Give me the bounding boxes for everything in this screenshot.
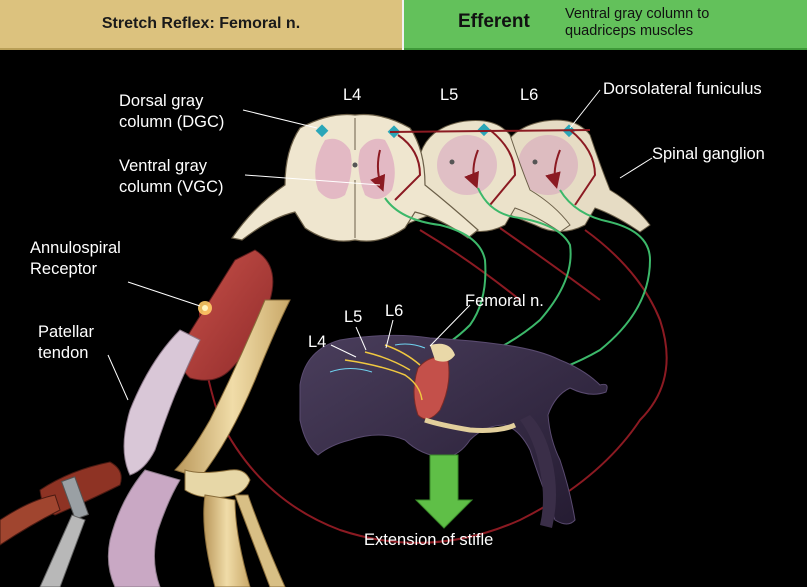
header-pathway-panel: [404, 0, 807, 50]
header-divider: [402, 0, 404, 50]
figure-title: Stretch Reflex: Femoral n.: [101, 15, 301, 32]
stifle-joint-illustration: [107, 249, 291, 587]
label-dog-l6: L6: [385, 302, 404, 320]
label-dog-l5: L5: [344, 308, 363, 326]
label-extension-of-stifle: Extension of stifle: [364, 531, 494, 549]
label-segment-l4: L4: [343, 86, 362, 104]
reflex-hammer: [0, 461, 122, 587]
header-title-panel: [0, 0, 402, 50]
pathway-label: Efferent: [458, 11, 530, 32]
header-bar: Stretch Reflex: Femoral n. Efferent Vent…: [0, 0, 807, 50]
label-dorsal-gray-column: Dorsal gray column (DGC): [119, 92, 225, 131]
label-dorsolateral-funiculus: Dorsolateral funiculus: [603, 80, 762, 98]
label-segment-l5: L5: [440, 86, 459, 104]
label-dog-l4: L4: [308, 333, 327, 351]
label-spinal-ganglion: Spinal ganglion: [652, 145, 765, 163]
label-patellar-tendon: Patellar tendon: [38, 323, 94, 362]
label-ventral-gray-column: Ventral gray column (VGC): [119, 157, 224, 196]
pathway-description: Ventral gray column to quadriceps muscle…: [565, 6, 710, 39]
leader-lines: [107, 89, 653, 401]
label-femoral-nerve: Femoral n.: [465, 292, 544, 310]
label-annulospiral-receptor: Annulospiral Receptor: [30, 239, 121, 278]
extension-arrow: [414, 454, 474, 529]
dog-illustration: [299, 334, 608, 528]
label-segment-l6: L6: [520, 86, 539, 104]
